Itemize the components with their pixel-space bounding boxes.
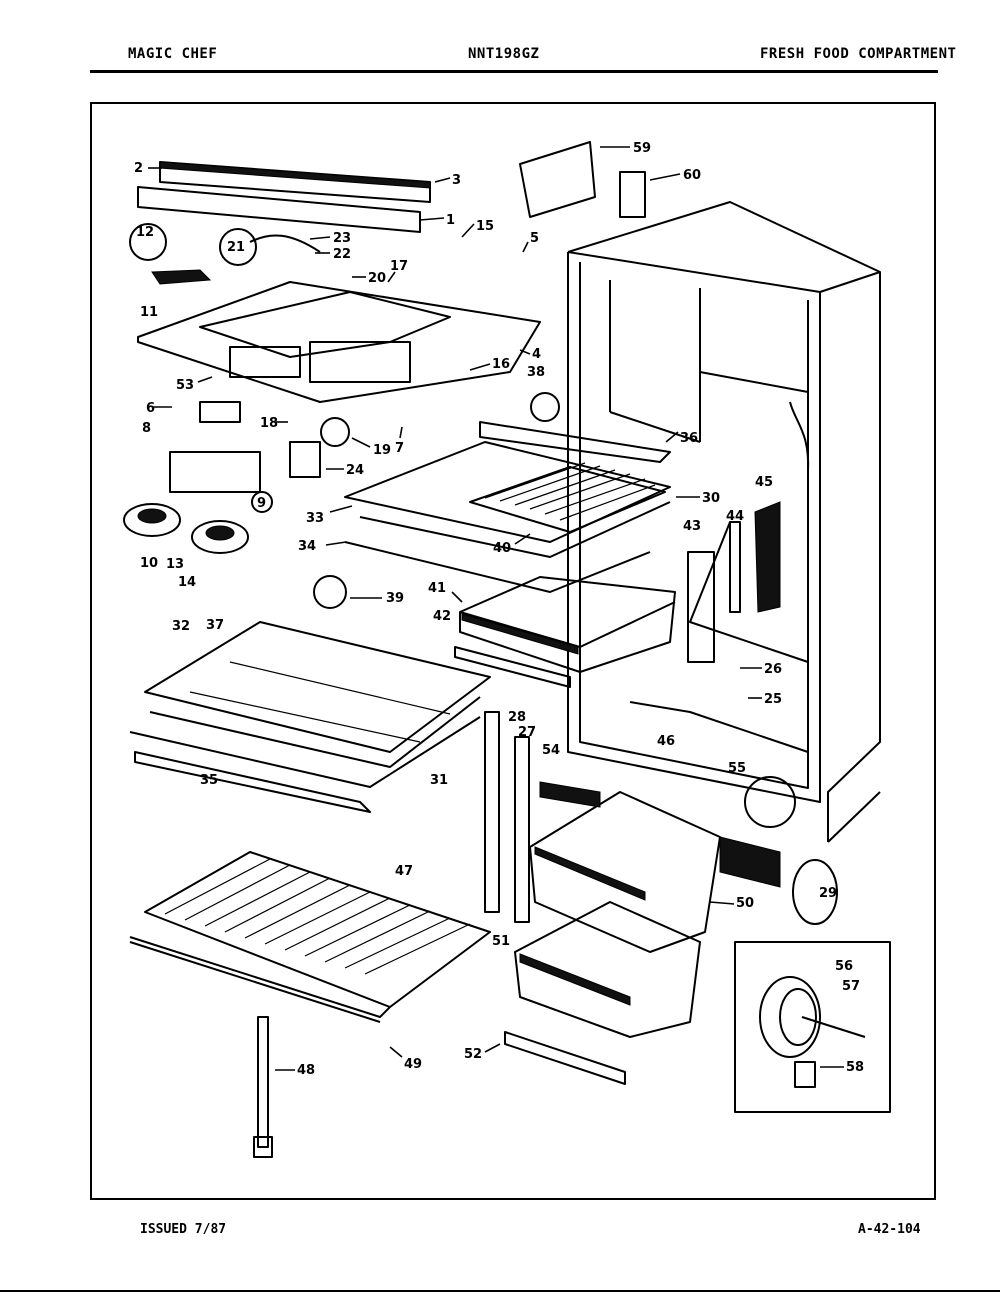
callout-32: 32 bbox=[172, 619, 190, 634]
cabinet-fittings bbox=[313, 392, 838, 925]
callout-33: 33 bbox=[306, 511, 324, 526]
callout-8: 8 bbox=[142, 421, 151, 436]
meat-drawer bbox=[454, 576, 676, 688]
callout-6: 6 bbox=[146, 401, 155, 416]
crisper-cover bbox=[539, 781, 781, 888]
callout-24: 24 bbox=[346, 463, 364, 478]
callout-12: 12 bbox=[136, 225, 154, 240]
callout-34: 34 bbox=[298, 539, 316, 554]
header-section: FRESH FOOD COMPARTMENT bbox=[760, 46, 957, 62]
callout-29: 29 bbox=[819, 886, 837, 901]
callout-21: 21 bbox=[227, 240, 245, 255]
callout-51: 51 bbox=[492, 934, 510, 949]
callout-7: 7 bbox=[395, 441, 404, 456]
callout-14: 14 bbox=[178, 575, 196, 590]
callout-28: 28 bbox=[508, 710, 526, 725]
callout-1: 1 bbox=[446, 213, 455, 228]
callout-38: 38 bbox=[527, 365, 545, 380]
callout-60: 60 bbox=[683, 168, 701, 183]
diagram-frame bbox=[90, 102, 936, 1200]
callout-19: 19 bbox=[373, 443, 391, 458]
callout-22: 22 bbox=[333, 247, 351, 262]
callout-4: 4 bbox=[532, 347, 541, 362]
callout-52: 52 bbox=[464, 1047, 482, 1062]
callout-31: 31 bbox=[430, 773, 448, 788]
inset-roller-detail bbox=[734, 941, 891, 1113]
callout-57: 57 bbox=[842, 979, 860, 994]
callout-39: 39 bbox=[386, 591, 404, 606]
callout-26: 26 bbox=[764, 662, 782, 677]
footer-ref: A-42-104 bbox=[858, 1222, 921, 1237]
light-shield bbox=[137, 161, 431, 233]
callout-30: 30 bbox=[702, 491, 720, 506]
crisper-drawers bbox=[504, 791, 721, 1085]
header-model: NNT198GZ bbox=[468, 46, 540, 62]
callout-49: 49 bbox=[404, 1057, 422, 1072]
callout-58: 58 bbox=[846, 1060, 864, 1075]
callout-45: 45 bbox=[755, 475, 773, 490]
upper-shelf bbox=[344, 421, 671, 593]
callout-5: 5 bbox=[530, 231, 539, 246]
callout-20: 20 bbox=[368, 271, 386, 286]
callout-55: 55 bbox=[728, 761, 746, 776]
callout-35: 35 bbox=[200, 773, 218, 788]
callout-13: 13 bbox=[166, 557, 184, 572]
callout-10: 10 bbox=[140, 556, 158, 571]
callout-3: 3 bbox=[452, 173, 461, 188]
callout-50: 50 bbox=[736, 896, 754, 911]
footer-issued: ISSUED 7/87 bbox=[140, 1222, 227, 1237]
exploded-parts-diagram: 2 3 1 15 5 59 60 23 22 20 17 11 12 21 4 … bbox=[123, 141, 891, 1158]
callout-37: 37 bbox=[206, 618, 224, 633]
shelf-ladders bbox=[484, 711, 530, 923]
callout-9: 9 bbox=[257, 496, 266, 511]
callout-40: 40 bbox=[493, 541, 511, 556]
callout-36: 36 bbox=[680, 431, 698, 446]
callout-56: 56 bbox=[835, 959, 853, 974]
callout-47: 47 bbox=[395, 864, 413, 879]
callout-23: 23 bbox=[333, 231, 351, 246]
thermostat-parts bbox=[123, 401, 350, 554]
lower-shelf bbox=[129, 621, 491, 813]
callout-15: 15 bbox=[476, 219, 494, 234]
brackets-top-right bbox=[519, 141, 646, 218]
control-panel bbox=[129, 223, 541, 403]
callout-42: 42 bbox=[433, 609, 451, 624]
callout-53: 53 bbox=[176, 378, 194, 393]
callout-17: 17 bbox=[390, 259, 408, 274]
callout-43: 43 bbox=[683, 519, 701, 534]
callout-16: 16 bbox=[492, 357, 510, 372]
header-rule bbox=[90, 70, 938, 73]
callout-25: 25 bbox=[764, 692, 782, 707]
cabinet-outline bbox=[567, 201, 881, 843]
callout-27: 27 bbox=[518, 725, 536, 740]
callout-11: 11 bbox=[140, 305, 158, 320]
support-rod bbox=[253, 1016, 273, 1158]
footer-rule bbox=[0, 1290, 1000, 1292]
callout-44: 44 bbox=[726, 509, 744, 524]
callout-41: 41 bbox=[428, 581, 446, 596]
callout-18: 18 bbox=[260, 416, 278, 431]
wire-shelf bbox=[129, 851, 491, 1023]
callout-54: 54 bbox=[542, 743, 560, 758]
callout-labels: 2 3 1 15 5 59 60 23 22 20 17 11 12 21 4 … bbox=[134, 141, 864, 1078]
callout-2: 2 bbox=[134, 161, 143, 176]
header-brand: MAGIC CHEF bbox=[128, 46, 218, 62]
callout-59: 59 bbox=[633, 141, 651, 156]
callout-46: 46 bbox=[657, 734, 675, 749]
callout-48: 48 bbox=[297, 1063, 315, 1078]
